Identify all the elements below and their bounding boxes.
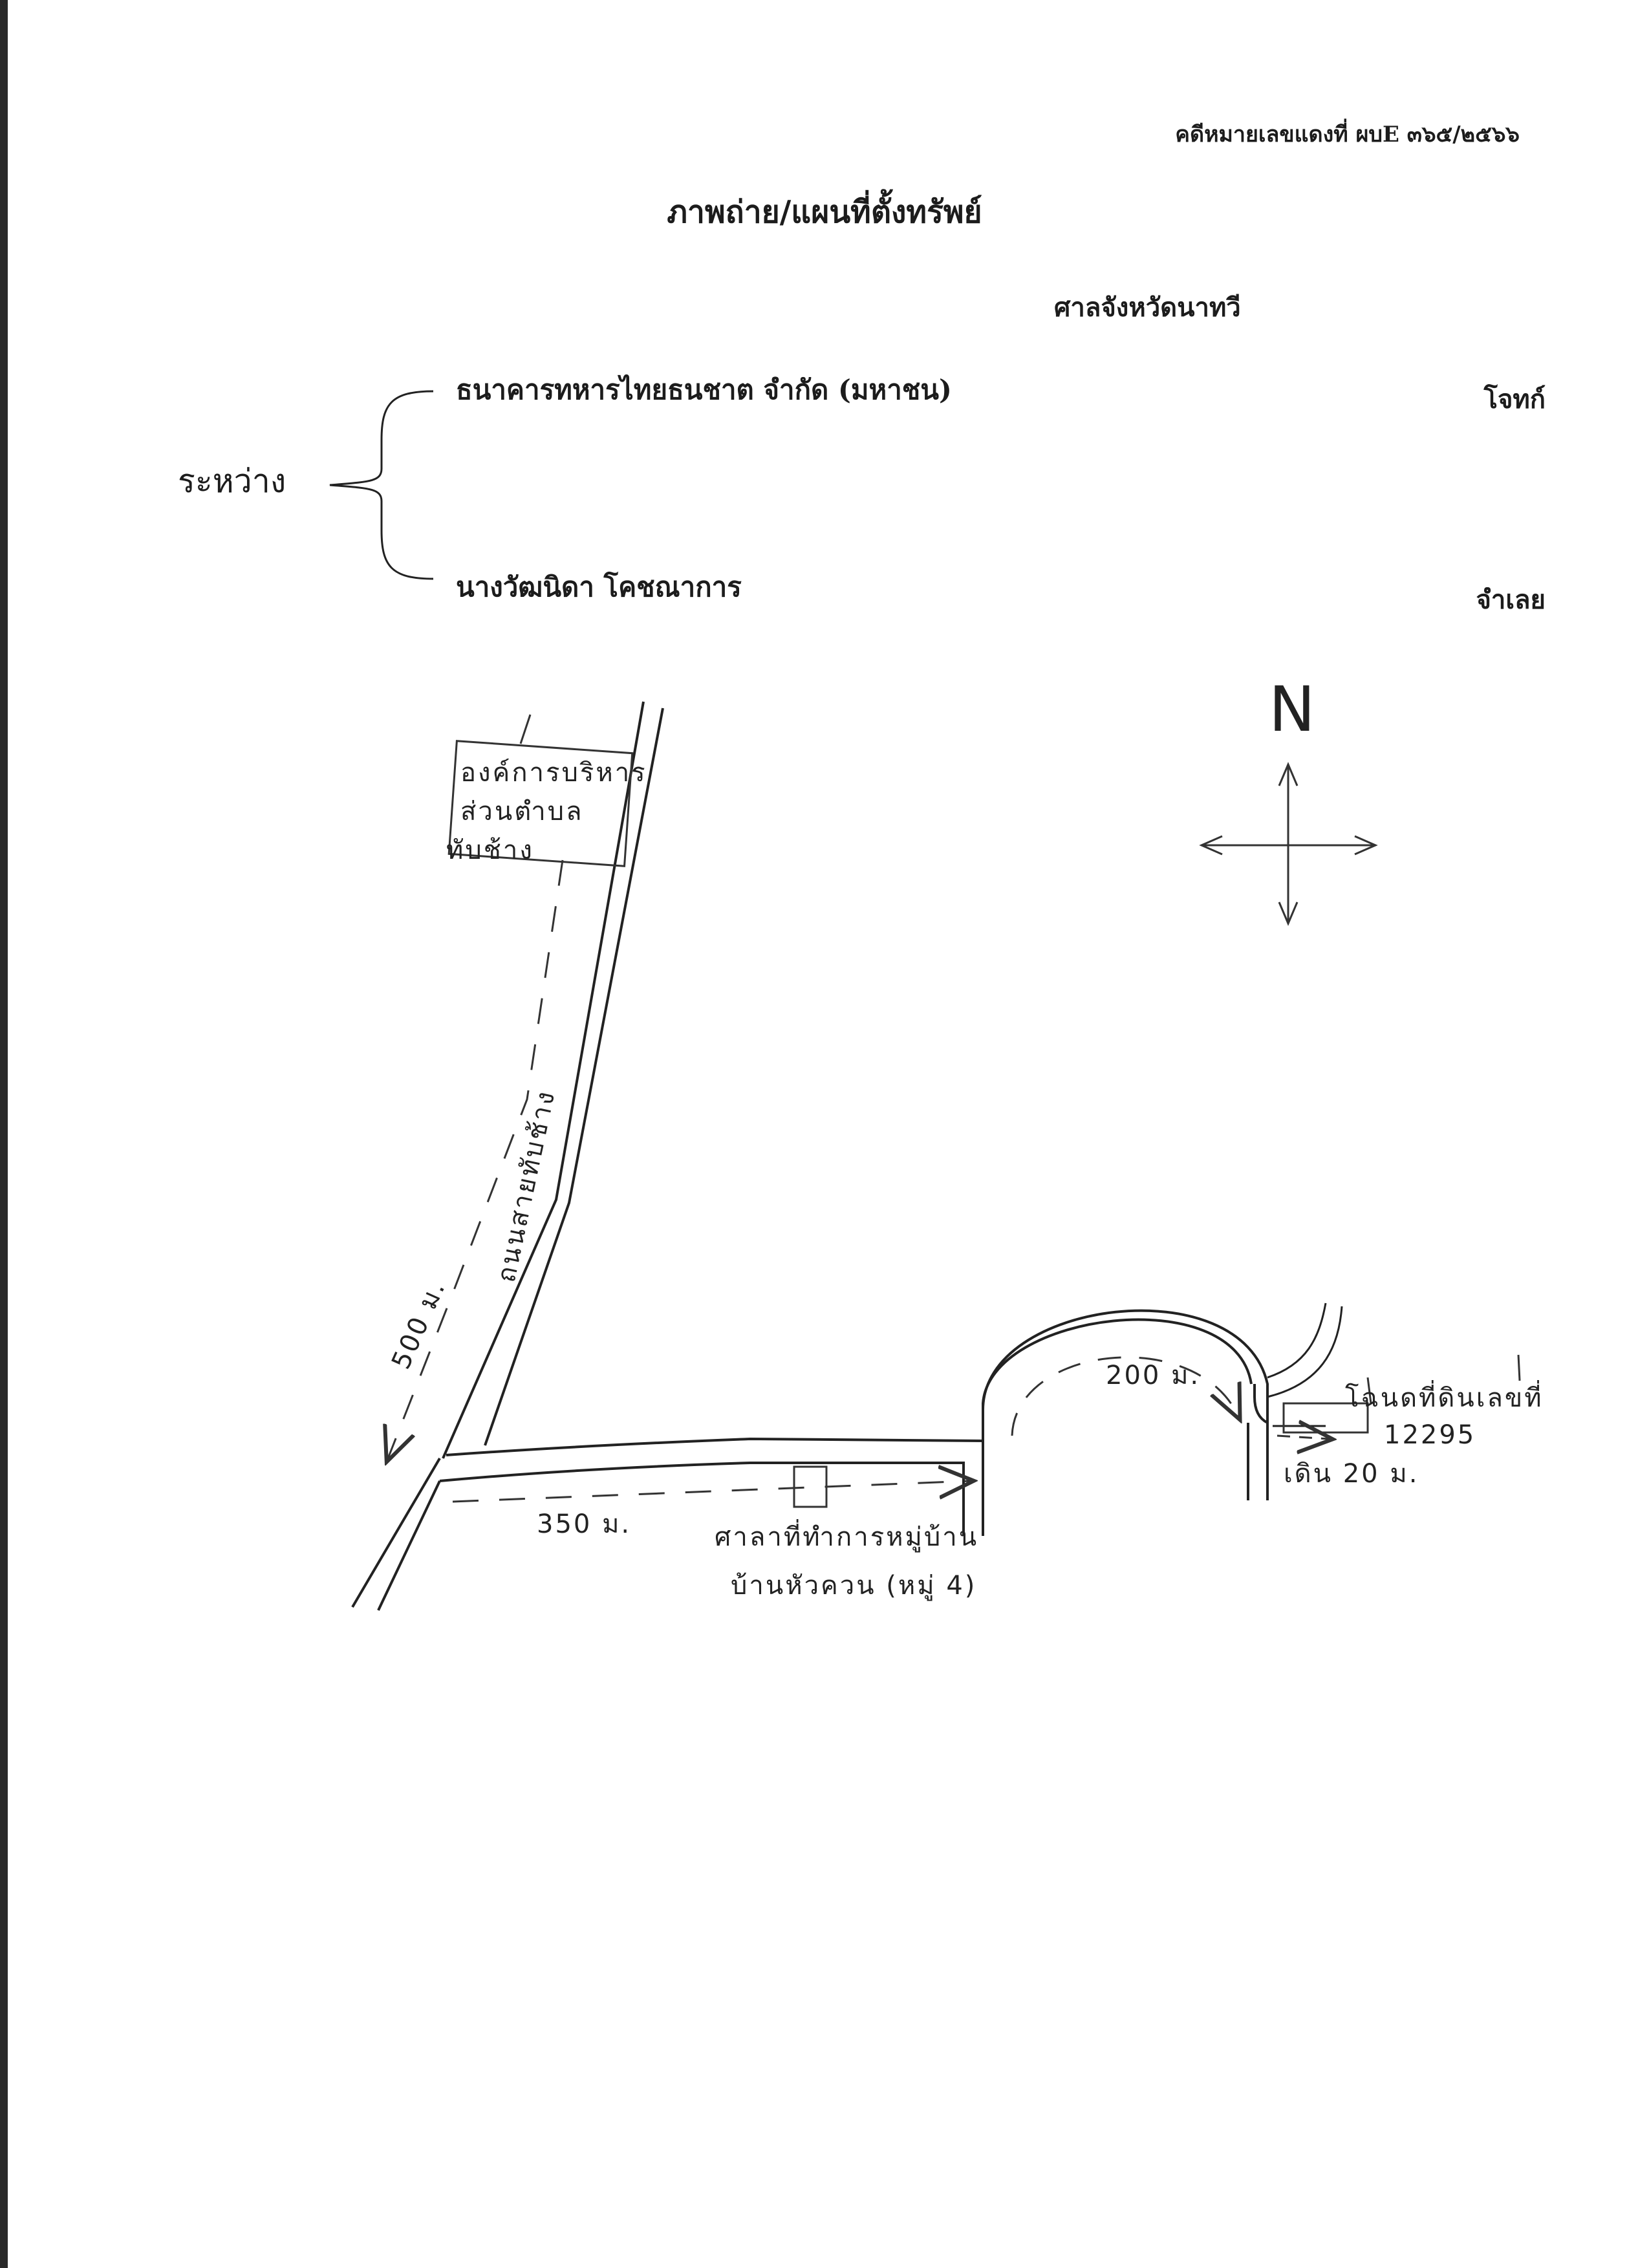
case-number: คดีหมายเลขแดงที่ ผบE ๓๖๕/๒๕๖๖	[1175, 122, 1520, 147]
main-road	[351, 701, 664, 1611]
document-title: ภาพถ่าย/แผนที่ตั้งทรัพย์	[667, 194, 982, 230]
village-office-line-1: ศาลาที่ทำการหมู่บ้าน	[715, 1519, 978, 1552]
court-name: ศาลจังหวัดนาทวี	[1054, 292, 1241, 323]
village-office-marker: ศาลาที่ทำการหมู่บ้าน บ้านหัวควน (หมู่ 4)	[715, 1465, 978, 1601]
brace-icon	[329, 390, 434, 580]
property-number: 12295	[1384, 1420, 1476, 1450]
between-label: ระหว่าง	[178, 462, 286, 500]
defendant-role: จำเลย	[1476, 585, 1546, 615]
village-office-line-2: บ้านหัวควน (หมู่ 4)	[731, 1571, 976, 1601]
distance-350: 350 ม.	[537, 1509, 631, 1539]
location-map: N องค์การบริหาร ส่วนตำบล ทับช้าง	[351, 673, 1544, 1611]
property-label: โฉนดที่ดินเลขที่	[1345, 1380, 1544, 1413]
route-path	[388, 859, 1329, 1503]
start-building-line-1: องค์การบริหาร	[460, 758, 647, 788]
plaintiff-name: ธนาคารทหารไทยธนชาต จำกัด (มหาชน)	[456, 374, 952, 405]
distance-200: 200 ม.	[1106, 1361, 1200, 1390]
side-road	[439, 1302, 1343, 1536]
scan-edge	[0, 0, 8, 2268]
property-marker: โฉนดที่ดินเลขที่ 12295 เดิน 20 ม.	[1282, 1354, 1544, 1489]
north-label: N	[1269, 673, 1315, 746]
compass-icon: N	[1199, 673, 1378, 926]
defendant-name: นางวัฒนิดา โคชณาการ	[456, 571, 742, 603]
walk-distance: เดิน 20 ม.	[1284, 1459, 1419, 1489]
plaintiff-role: โจทก์	[1483, 384, 1546, 415]
start-building-marker: องค์การบริหาร ส่วนตำบล ทับช้าง	[446, 714, 647, 867]
distance-500: 500 ม.	[386, 1275, 451, 1374]
start-building-line-3: ทับช้าง	[446, 836, 534, 865]
start-building-line-2: ส่วนตำบล	[460, 797, 584, 826]
